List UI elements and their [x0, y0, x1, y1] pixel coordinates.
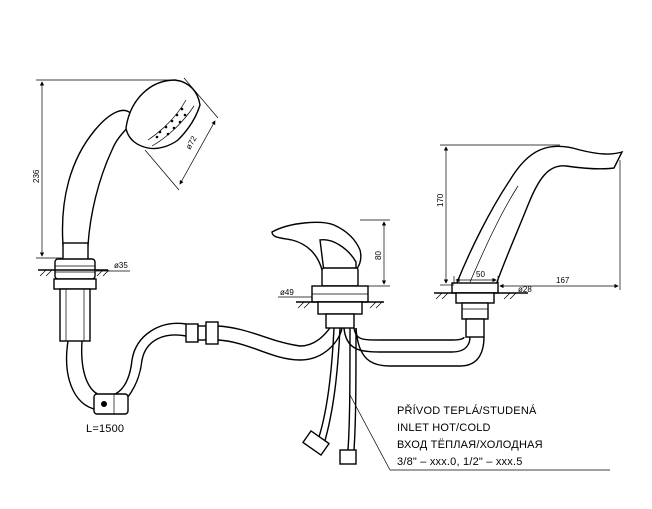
dim-mixer-base: ø49 [280, 288, 294, 297]
mixer-dimensions: 80 ø49 [278, 219, 390, 298]
hand-shower [38, 79, 201, 342]
dim-50: 50 [476, 270, 485, 279]
spout-dimensions: 170 50 167 ø28 [436, 144, 621, 294]
inlet-note-line2: INLET HOT/COLD [397, 422, 491, 434]
inlet-note-line1: PŘÍVOD TEPLÁ/STUDENÁ [397, 404, 537, 417]
dim-spout-base: ø28 [518, 285, 532, 294]
inlet-note-line3: ВХОД ТЁПЛАЯ/ХОЛОДНАЯ [397, 439, 543, 451]
dim-head-diameter: ø72 [184, 134, 199, 151]
hose-length-label: L=1500 [86, 423, 124, 435]
inlet-note-line4: 3/8" – xxx.0, 1/2" – xxx.5 [397, 456, 523, 468]
mixer-valve [271, 221, 384, 329]
dim-80: 80 [374, 251, 383, 260]
inlet-note: PŘÍVOD TEPLÁ/STUDENÁ INLET HOT/COLD ВХОД… [397, 404, 543, 468]
dim-170: 170 [436, 193, 445, 207]
bath-spout [434, 145, 624, 338]
hoses [66, 321, 485, 465]
dim-shower-base: ø35 [114, 261, 128, 270]
dim-167: 167 [556, 276, 570, 285]
dim-236: 236 [32, 169, 41, 183]
